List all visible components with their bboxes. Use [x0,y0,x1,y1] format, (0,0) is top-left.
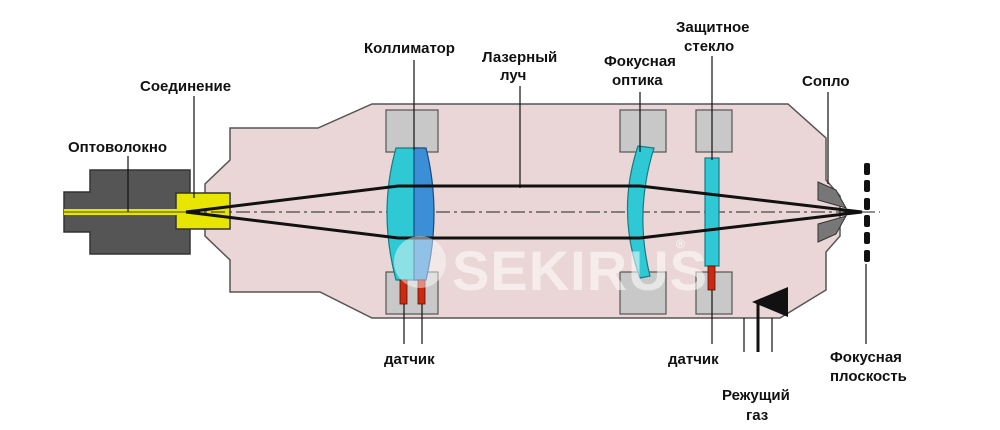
label-cutting-gas-2: газ [746,407,768,424]
watermark-mark: ® [676,237,685,251]
label-nozzle: Сопло [802,73,850,90]
housing-body [204,103,841,319]
label-protective-glass-1: Защитное [676,19,750,36]
focus-lens [626,145,655,279]
glass-mount-top [695,109,733,153]
label-focal-plane-2: плоскость [830,368,907,385]
label-sensor-left: датчик [384,351,435,368]
label-collimator: Коллиматор [364,40,455,57]
sensor-right [707,265,716,291]
nozzle-bottom [817,215,848,243]
label-laser-beam-1: Лазерный [482,49,557,66]
focus-mount-top [619,109,667,153]
label-focus-optics-1: Фокусная [604,53,676,70]
focal-plane-marks [864,163,870,262]
collimator-lens-blue [413,147,435,281]
collimator-mount-top [385,109,439,153]
label-connector: Соединение [140,78,231,95]
laser-beam [185,184,863,240]
label-laser-beam-2: луч [500,67,526,84]
watermark-text: SEKIRUS [452,239,708,302]
label-protective-glass-2: стекло [684,38,734,55]
label-sensor-right: датчик [668,351,719,368]
watermark-logo: SEKIRUS ® [394,236,708,302]
label-focus-optics-2: оптика [612,72,663,89]
label-cutting-gas-1: Режущий [722,387,790,404]
label-fiber: Оптоволокно [68,139,167,156]
label-focal-plane-1: Фокусная [830,349,902,366]
leader-lines [127,56,867,344]
nozzle-top [817,181,848,209]
